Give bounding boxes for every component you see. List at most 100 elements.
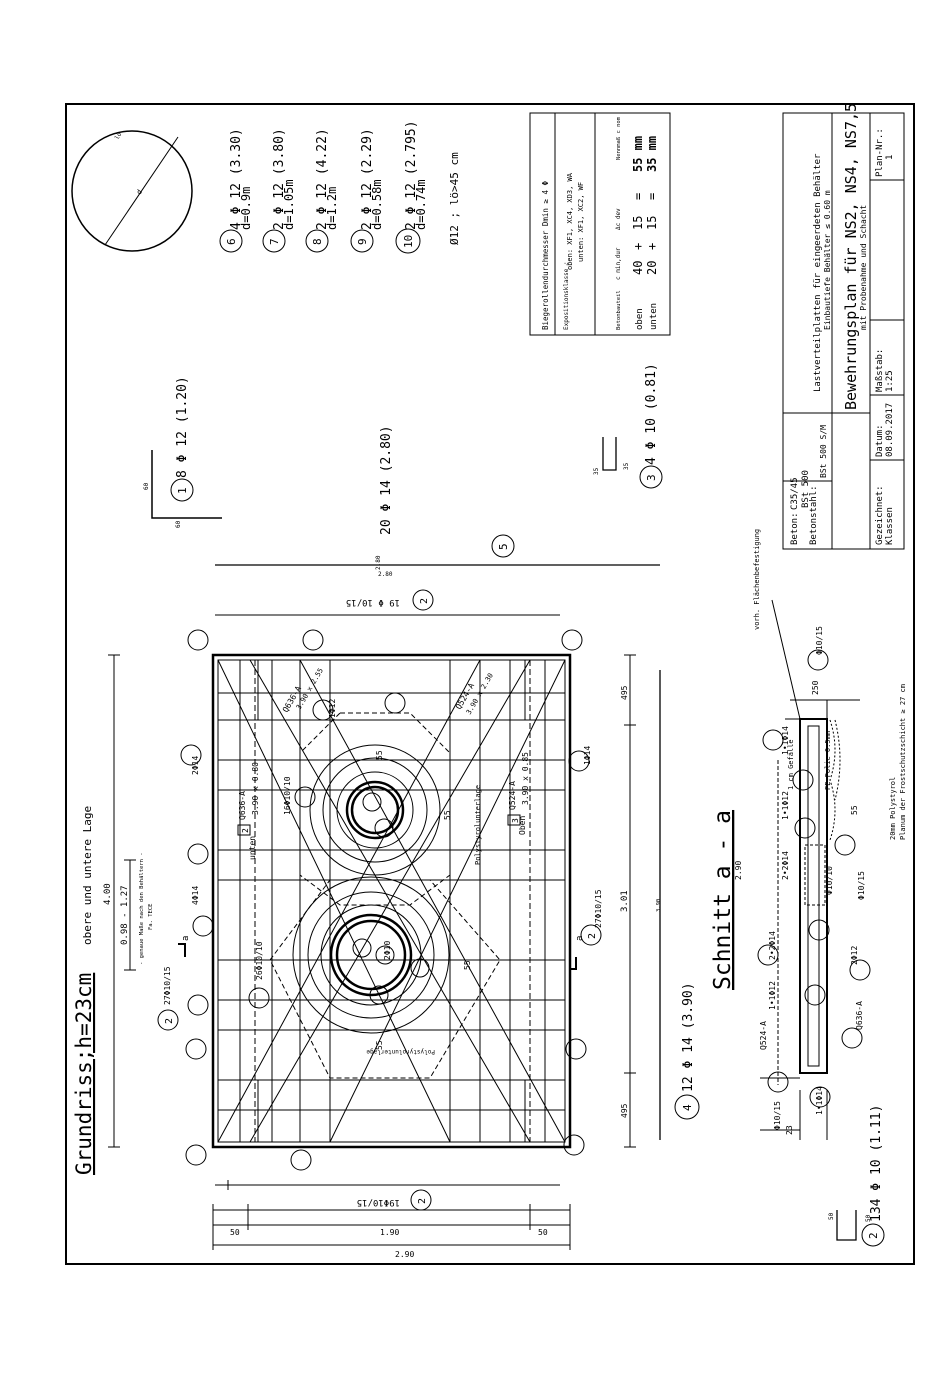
svg-text:d=0.58m: d=0.58m	[370, 179, 384, 230]
svg-text:12 Φ 14 (3.90): 12 Φ 14 (3.90)	[681, 982, 696, 1092]
svg-text:55: 55	[463, 960, 472, 970]
plan-name: Bewehrungsplan für NS2, NS4, NS7,5	[842, 103, 860, 410]
svg-text:27Φ10/15: 27Φ10/15	[594, 889, 603, 928]
col-dev: Δc dev	[615, 208, 622, 230]
svg-text:Φ10/15: Φ10/15	[857, 871, 866, 900]
row-unten-nom: 35 mm	[645, 136, 659, 172]
svg-text:19Φ10/15: 19Φ10/15	[357, 1197, 400, 1207]
row-oben-plus: +	[631, 243, 645, 250]
row-oben-dev: 15	[631, 216, 645, 230]
svg-text:2 Φ 12 (4.22): 2 Φ 12 (4.22)	[315, 128, 330, 230]
plan-dimensions	[108, 614, 636, 1250]
drawing-frame	[65, 103, 915, 1265]
section-title-group: Schnitt a - a	[710, 810, 736, 990]
svg-text:vorh. Flächenbefestigung: vorh. Flächenbefestigung	[753, 529, 761, 630]
schedule-item-4: 4 12 Φ 14 (3.90)	[659, 670, 700, 1140]
bar-2-top-marker: 2 19 Φ 10/15	[346, 589, 434, 611]
schedule-item-1: 60 60 1 8 Φ 12 (1.20)	[143, 376, 222, 528]
section-markers: a a	[178, 936, 585, 970]
bst-value: BSt 500	[801, 470, 811, 508]
bar-2-bottom-marker: 2 19Φ10/15	[357, 1189, 432, 1211]
svg-text:2: 2	[587, 933, 598, 939]
svg-text:d: d	[135, 188, 144, 196]
svg-text:1•1Φ14: 1•1Φ14	[781, 726, 790, 755]
section-drawing	[760, 599, 860, 1140]
svg-text:50: 50	[865, 1214, 872, 1222]
drawn-label: Gezeichnet:	[875, 485, 885, 545]
svg-text:55: 55	[443, 810, 452, 820]
svg-text:60: 60	[175, 520, 182, 528]
col-component: Betonbauteil	[616, 290, 622, 330]
svg-text:Oben: Oben	[518, 816, 527, 835]
row-unten-eq: =	[645, 193, 659, 200]
svg-text:27Φ10/15: 27Φ10/15	[163, 966, 172, 1005]
schedule-item-6: 6 4 Φ 12 (3.30) d=0.9m	[219, 128, 253, 253]
svg-text:20mm Polystyrol: 20mm Polystyrol	[889, 777, 897, 840]
svg-text:Φ10/10: Φ10/10	[825, 866, 834, 895]
bar-2-right-marker: 2 27Φ10/15	[580, 889, 603, 946]
plan-inner-labels: unten 2 Q636-A 3.90 x 0.80 Oben 3 Q524-A…	[191, 667, 592, 1055]
svg-text:2Φ14: 2Φ14	[191, 756, 200, 775]
svg-text:2Φ10: 2Φ10	[383, 941, 392, 960]
scale-value: 1:25	[885, 370, 895, 392]
svg-text:Polystyrolunterlage: Polystyrolunterlage	[474, 785, 482, 865]
svg-text:7: 7	[268, 238, 281, 245]
svg-text:50: 50	[828, 1212, 835, 1220]
plan-no-label: Plan-Nr.:	[875, 128, 885, 177]
svg-text:2 Φ 12 (2.795): 2 Φ 12 (2.795)	[404, 120, 419, 230]
svg-text:lö: lö	[114, 131, 124, 141]
svg-text:a: a	[575, 936, 585, 941]
svg-text:5: 5	[497, 543, 510, 550]
svg-text:55: 55	[375, 750, 384, 760]
cover-title: Biegerollendurchmesser Dmin ≥ 4 Φ	[541, 181, 550, 330]
plan-title-group: Grundriss;h=23cm obere und untere Lage	[72, 806, 96, 1175]
svg-text:3.90 x 0.85: 3.90 x 0.85	[521, 752, 530, 805]
svg-text:3: 3	[645, 474, 658, 481]
bar-2-left-marker: 2 27Φ10/15	[157, 966, 179, 1031]
section-title: Schnitt a - a	[710, 810, 736, 990]
col-cmin: c min,dur	[615, 247, 622, 280]
svg-text:1•1Φ12: 1•1Φ12	[768, 981, 777, 1010]
svg-text:20 Φ 14 (2.80): 20 Φ 14 (2.80)	[379, 425, 394, 535]
schedule-item-9: 9 2 Φ 12 (2.29) d=0.58m	[350, 128, 384, 253]
beton-value: C35/45	[790, 477, 800, 510]
dim-50a: 50	[230, 1228, 240, 1237]
svg-text:unten: unten	[248, 836, 257, 860]
betonstahl-value: BSt 500 S/M	[819, 425, 828, 478]
svg-text:Polystyrolunterlage: Polystyrolunterlage	[366, 1048, 435, 1055]
schedule-item-2: 50 50 2 134 Φ 10 (1.11)	[828, 1105, 885, 1247]
dim-range: 0.98 - 1.27	[120, 885, 130, 945]
svg-text:2.90: 2.90	[734, 861, 743, 880]
date-label: Datum:	[875, 424, 885, 457]
svg-text:Q636-A: Q636-A	[855, 1001, 864, 1030]
plan-name-sub: mit Probenahme und Schacht	[859, 205, 868, 330]
bar-schedule-bent: 6 4 Φ 12 (3.30) d=0.9m 7 2 Φ 12 (3.80) d…	[219, 120, 461, 254]
svg-text:19 Φ 10/15: 19 Φ 10/15	[346, 597, 400, 607]
section-labels: vorh. Flächenbefestigung PE-Folie 0.5mm …	[734, 529, 907, 1135]
row-oben-eq: =	[631, 193, 645, 200]
row-oben-nom: 55 mm	[631, 136, 645, 172]
description: Lastverteilplatten für eingeerdeten Behä…	[813, 153, 823, 392]
svg-text:8 Φ 12 (1.20): 8 Φ 12 (1.20)	[175, 376, 190, 478]
description-2: Einbautiefe Behälter ≤ 0.60 m	[823, 190, 832, 330]
plan-title: Grundriss;h=23cm	[72, 973, 96, 1175]
svg-text:2•2Φ14: 2•2Φ14	[768, 931, 777, 960]
svg-text:a: a	[181, 936, 191, 941]
svg-text:2: 2	[417, 1198, 428, 1204]
cover-table: Biegerollendurchmesser Dmin ≥ 4 Φ Exposi…	[529, 112, 671, 336]
schedule-item-5: 2.80 5 20 Φ 14 (2.80)	[215, 425, 660, 570]
dim-50b: 50	[538, 1228, 548, 1237]
schedule-item-10: 10 2 Φ 12 (2.795) d=0.74m	[395, 120, 428, 254]
beton-label: Beton:	[790, 512, 800, 545]
svg-text:1•1Φ14: 1•1Φ14	[815, 1086, 824, 1115]
svg-text:35: 35	[593, 467, 600, 475]
svg-text:10: 10	[402, 235, 415, 248]
row-unten-part: unten	[649, 303, 659, 330]
circle-bar-sketch: d lö	[71, 130, 193, 252]
svg-text:35: 35	[623, 462, 630, 470]
exposure-top: oben: XF1, XC4, XD3, WA	[566, 172, 574, 270]
svg-text:6: 6	[225, 238, 238, 245]
svg-text:Q636-A: Q636-A	[238, 791, 247, 820]
svg-text:16Φ10/10: 16Φ10/10	[283, 776, 292, 815]
